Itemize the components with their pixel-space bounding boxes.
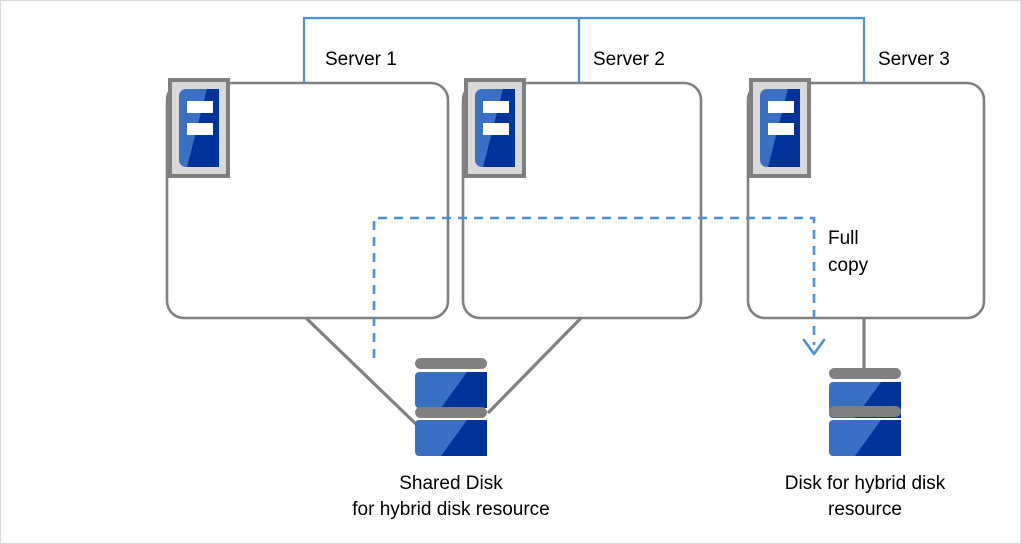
hybrid-disk-icon [829,368,901,456]
server-3-icon [749,78,811,178]
server2-to-shared-disk-connector [486,316,583,415]
hybrid-disk-label-line2: resource [828,499,902,520]
full-copy-label-line2: copy [828,255,869,276]
full-copy-arrow-connector [372,216,826,358]
full-copy-label-line1: Full [828,228,859,249]
cluster-bracket-connector [302,16,866,83]
server-2-icon [464,78,526,178]
server-1-icon [168,78,230,178]
server-2-label: Server 2 [593,49,665,70]
hybrid-disk-label-line1: Disk for hybrid disk [784,473,946,494]
server1-to-shared-disk-connector [304,316,420,428]
shared-disk-icon [415,358,487,456]
server-1-label: Server 1 [325,49,397,70]
server-3-label: Server 3 [878,49,950,70]
shared-disk-label-line1: Shared Disk [399,473,503,494]
shared-disk-label-line2: for hybrid disk resource [352,499,550,520]
